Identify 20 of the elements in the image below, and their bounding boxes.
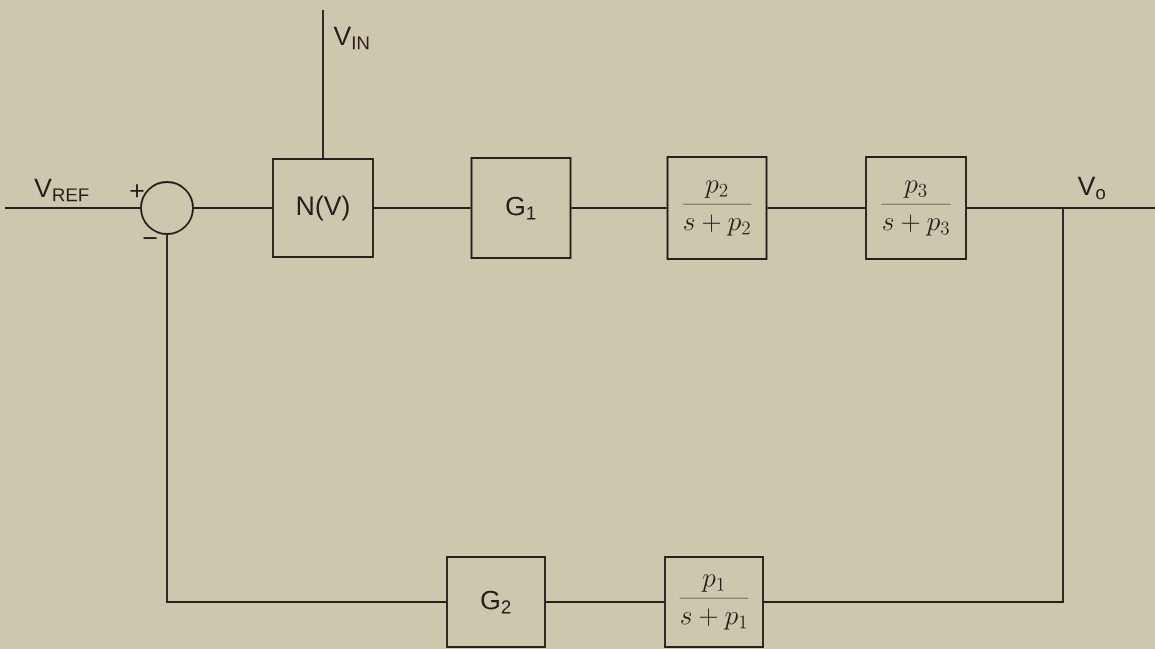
block-box: G$_{1}$ <box>470 157 572 259</box>
block-box: N(V) <box>272 158 374 258</box>
block-box: $\frac{p_{1}}{s+p_{1}}$ <box>664 556 764 648</box>
connector-line <box>4 207 141 209</box>
signal-label: V$_{REF}$ <box>32 177 92 203</box>
connector-line <box>166 234 447 603</box>
block-box: G$_{2}$ <box>446 556 546 648</box>
sign-label: + <box>130 184 144 198</box>
connector-line <box>766 207 866 209</box>
connector-line <box>570 207 668 209</box>
signal-label: V$_{o}$ <box>1076 175 1108 201</box>
connector-line <box>763 207 1064 603</box>
signal-label: V$_{IN}$ <box>332 25 372 51</box>
sign-label: − <box>143 237 157 239</box>
block-box: $\frac{p_{3}}{s+p_{3}}$ <box>865 156 967 260</box>
connector-line <box>545 601 665 603</box>
connector-line <box>373 207 472 209</box>
connector-line <box>193 207 273 209</box>
block-box: $\frac{p_{2}}{s+p_{2}}$ <box>666 156 768 260</box>
connector-line <box>322 9 324 159</box>
